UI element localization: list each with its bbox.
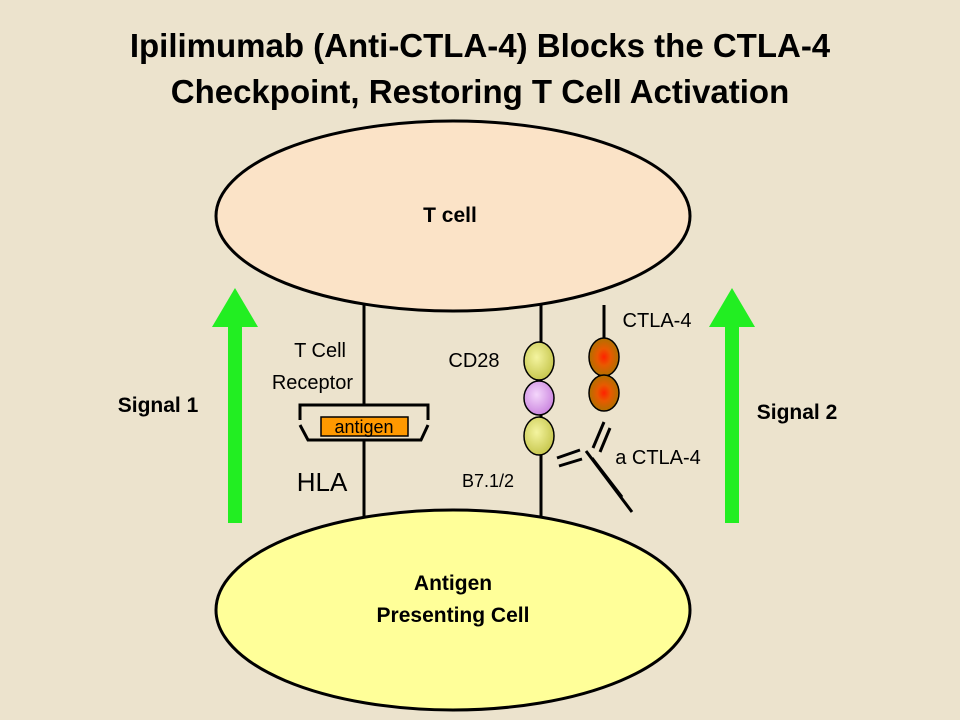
ctla4-domain-lower bbox=[588, 374, 620, 412]
hla-label: HLA bbox=[297, 467, 348, 497]
tcr-bracket bbox=[298, 403, 430, 420]
ctla4-domain-upper bbox=[588, 337, 620, 377]
cd28-domain bbox=[523, 341, 555, 381]
title-line-2: Checkpoint, Restoring T Cell Activation bbox=[171, 73, 790, 110]
b7-label: B7.1/2 bbox=[462, 471, 514, 491]
t-cell bbox=[214, 119, 692, 313]
signal-1-arrow bbox=[212, 288, 258, 523]
antigen-label: antigen bbox=[334, 417, 393, 437]
t-cell-label: T cell bbox=[423, 204, 477, 227]
signal-1-label: Signal 1 bbox=[118, 394, 199, 417]
anti-ctla4-label: a CTLA-4 bbox=[615, 447, 701, 469]
antigen-box bbox=[320, 416, 409, 437]
title-line-1: Ipilimumab (Anti-CTLA-4) Blocks the CTLA… bbox=[130, 27, 831, 64]
cd28-label: CD28 bbox=[448, 350, 499, 372]
apc-label-line-1: Antigen bbox=[414, 572, 492, 595]
signal-2-arrow bbox=[709, 288, 755, 523]
anti-ctla4-antibody bbox=[556, 421, 634, 513]
b7-purple-domain bbox=[523, 380, 555, 416]
apc-label-line-2: Presenting Cell bbox=[377, 604, 530, 627]
b7-domain bbox=[523, 416, 555, 456]
signal-2-label: Signal 2 bbox=[757, 401, 838, 424]
antigen-presenting-cell bbox=[214, 508, 692, 712]
tcr-label-line-2: Receptor bbox=[272, 372, 353, 394]
hla-bracket bbox=[298, 424, 430, 442]
ctla4-label: CTLA-4 bbox=[623, 310, 692, 332]
tcr-label-line-1: T Cell bbox=[294, 340, 346, 362]
